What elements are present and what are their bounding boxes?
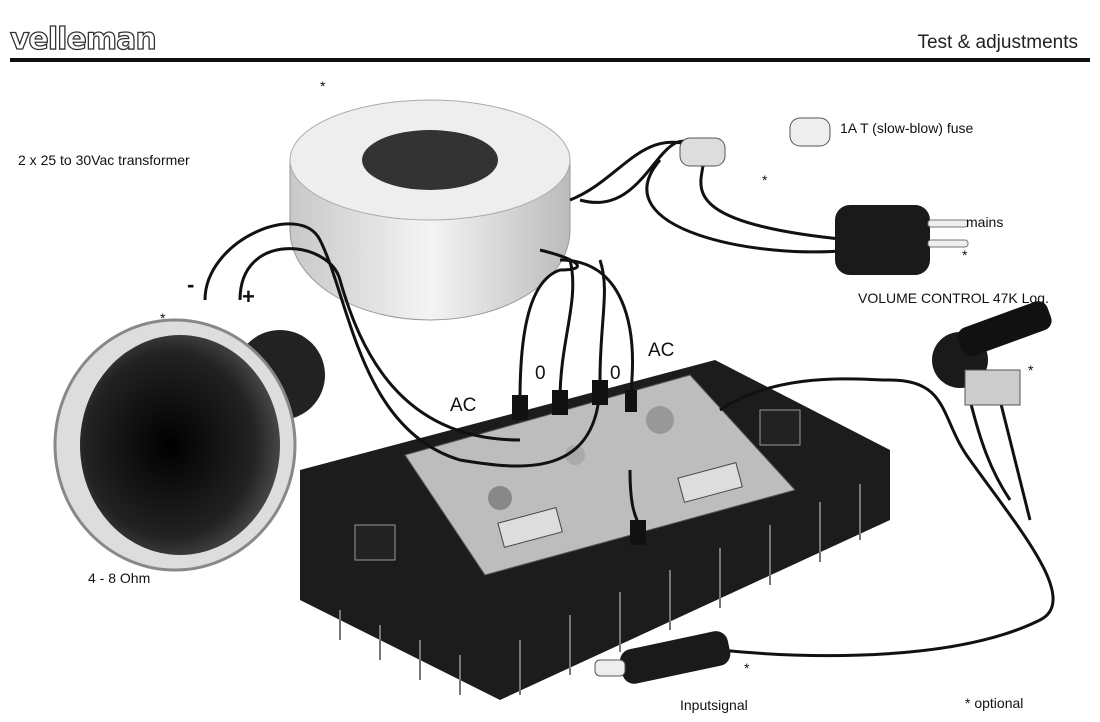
- section-title: Test & adjustments: [917, 32, 1078, 53]
- volume-potentiometer: [932, 301, 1052, 406]
- optional-marker: *: [320, 78, 326, 94]
- velleman-logo: velleman: [9, 21, 157, 57]
- amplifier-pcb: [354, 374, 801, 576]
- zero-right-label: 0: [610, 363, 621, 384]
- mains-plug: [835, 205, 969, 275]
- fuse-holder: [679, 117, 831, 167]
- plus-terminal-label: +: [242, 284, 255, 309]
- loudspeaker: [53, 318, 325, 572]
- ac-left-label: AC: [450, 395, 477, 416]
- speaker-impedance-label: 4 - 8 Ohm: [88, 570, 151, 586]
- input-signal-label: Inputsignal: [680, 697, 748, 713]
- optional-marker: *: [762, 172, 768, 188]
- toroidal-transformer: [289, 99, 571, 321]
- mains-label: mains: [966, 214, 1004, 230]
- input-rca-plug: [594, 631, 731, 684]
- transformer-label: 2 x 25 to 30Vac transformer: [18, 152, 190, 168]
- optional-marker: *: [744, 660, 750, 676]
- ac-right-label: AC: [648, 340, 675, 361]
- minus-terminal-label: -: [187, 272, 195, 297]
- zero-left-label: 0: [535, 363, 546, 384]
- optional-marker: *: [1028, 362, 1034, 378]
- optional-marker: *: [962, 247, 968, 263]
- pcb-connectors: [512, 380, 646, 545]
- fuse-label: 1A T (slow-blow) fuse: [840, 120, 974, 136]
- header-rule: [10, 58, 1090, 62]
- optional-legend: * optional: [965, 695, 1024, 711]
- volume-control-label: VOLUME CONTROL 47K Log.: [858, 290, 1049, 306]
- optional-marker: *: [160, 310, 166, 326]
